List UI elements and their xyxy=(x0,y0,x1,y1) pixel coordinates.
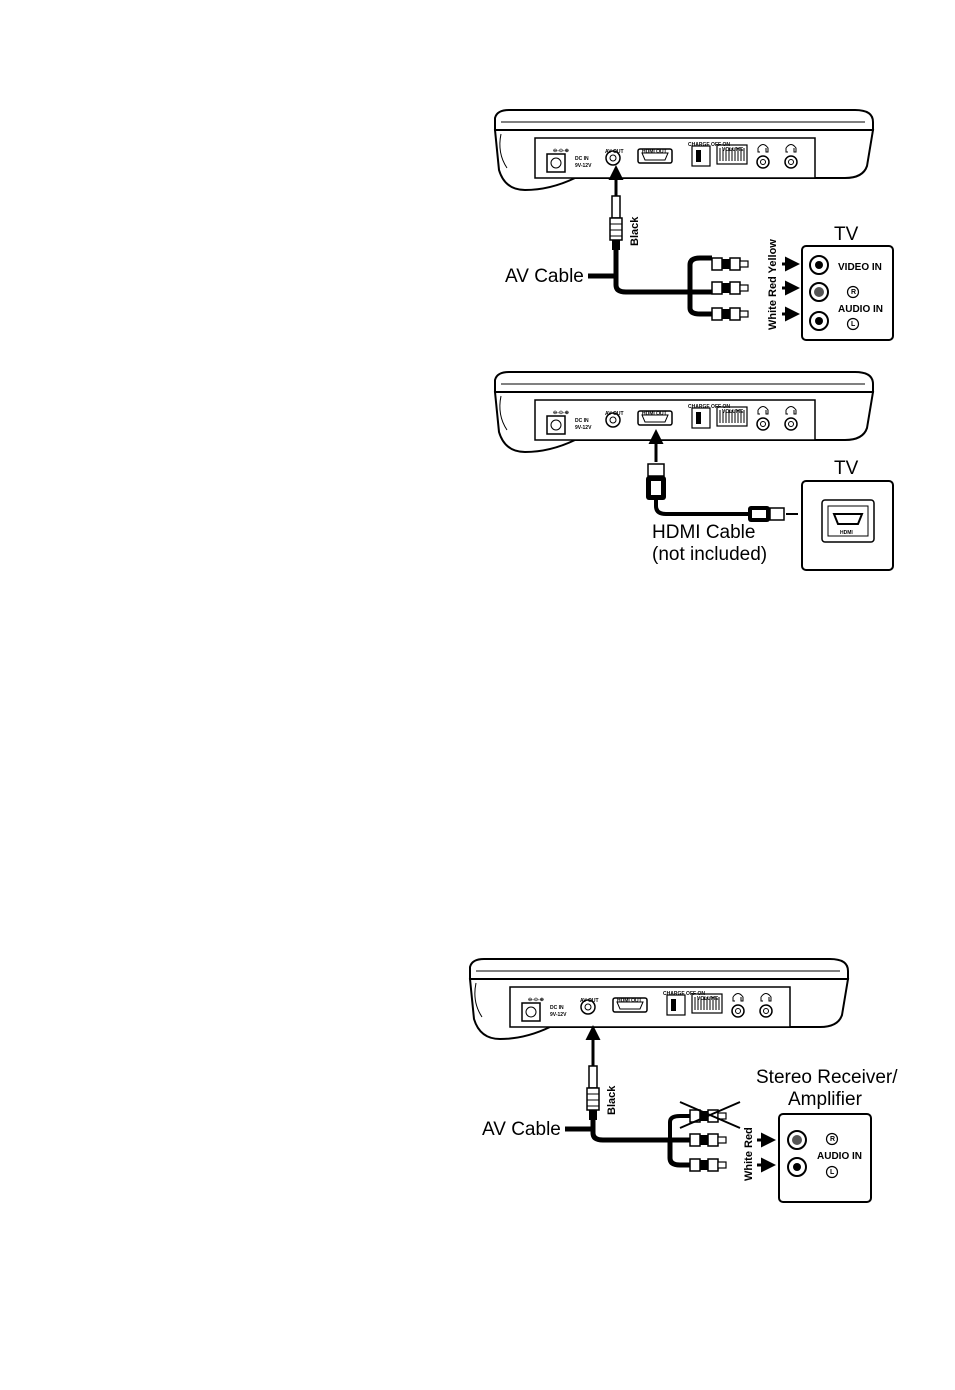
receiver-title-line1: Stereo Receiver/ xyxy=(756,1067,898,1088)
rca-colors-label: White Red xyxy=(743,1127,755,1181)
switch-labels: CHARGE OFF ON xyxy=(663,991,705,997)
dc-in-voltage: 9V-12V xyxy=(550,1012,567,1018)
plug-color-label: Black xyxy=(606,1085,618,1115)
unused-cross-line xyxy=(679,1101,741,1129)
rca-plug-red xyxy=(711,281,749,295)
hdmi-out-label: HDMI OUT xyxy=(642,411,667,417)
av-cable-label: AV Cable xyxy=(482,1119,561,1140)
dc-in-voltage: 9V-12V xyxy=(575,163,592,169)
diagram-av-to-tv: ⊖-⊙-⊕ DC IN 9V-12V AV OUT HDMI OUT CHARG… xyxy=(494,109,894,341)
dc-in-symbol: ⊖-⊙-⊕ xyxy=(553,410,569,416)
rca-plug-yellow xyxy=(711,257,749,271)
dc-in-label: DC IN xyxy=(575,418,589,424)
rca-plug-white xyxy=(689,1158,727,1172)
av-out-label: AV OUT xyxy=(605,411,624,417)
dc-in-symbol: ⊖-⊙-⊕ xyxy=(553,148,569,154)
tv-title: TV xyxy=(834,458,859,479)
hdmi-port-label: HDMI xyxy=(840,530,853,536)
hdmi-out-label: HDMI OUT xyxy=(617,998,642,1004)
av-out-label: AV OUT xyxy=(580,998,599,1004)
player-side-view xyxy=(494,371,874,453)
dc-in-symbol: ⊖-⊙-⊕ xyxy=(528,997,544,1003)
video-in-label: VIDEO IN xyxy=(838,262,882,273)
player-side-view xyxy=(469,958,849,1040)
r-mark: R xyxy=(851,289,856,296)
mini-jack-plug xyxy=(586,1065,600,1121)
volume-label: VOLUME xyxy=(722,147,744,153)
hdmi-cable-note: (not included) xyxy=(652,544,767,565)
volume-label: VOLUME xyxy=(697,996,719,1002)
l-mark: L xyxy=(830,1169,835,1176)
hdmi-port-icon xyxy=(832,513,864,525)
audio-in-label: AUDIO IN xyxy=(817,1151,862,1162)
plug-color-label: Black xyxy=(629,216,641,246)
rca-colors-label: White Red Yellow xyxy=(767,239,779,330)
rca-plug-red xyxy=(689,1133,727,1147)
av-cable-label: AV Cable xyxy=(505,266,584,287)
dc-in-label: DC IN xyxy=(550,1005,564,1011)
hdmi-cable-label: HDMI Cable xyxy=(652,522,755,543)
volume-label: VOLUME xyxy=(722,409,744,415)
dc-in-voltage: 9V-12V xyxy=(575,425,592,431)
rca-plug-white xyxy=(711,307,749,321)
receiver-title-line2: Amplifier xyxy=(788,1089,863,1110)
av-out-label: AV OUT xyxy=(605,149,624,155)
hdmi-out-label: HDMI OUT xyxy=(642,149,667,155)
switch-labels: CHARGE OFF ON xyxy=(688,404,730,410)
switch-labels: CHARGE OFF ON xyxy=(688,142,730,148)
dc-in-label: DC IN xyxy=(575,156,589,162)
player-side-view xyxy=(494,109,874,191)
hdmi-plug-player xyxy=(647,463,665,477)
mini-jack-plug xyxy=(609,195,623,251)
l-mark: L xyxy=(851,321,856,328)
tv-title: TV xyxy=(834,224,859,245)
audio-in-label: AUDIO IN xyxy=(838,304,883,315)
r-mark: R xyxy=(830,1136,835,1143)
diagram-av-to-receiver: ⊖-⊙-⊕ DC IN 9V-12V AV OUT HDMI OUT CHARG… xyxy=(469,958,898,1203)
diagram-hdmi-to-tv: ⊖-⊙-⊕ DC IN 9V-12V AV OUT HDMI OUT CHARG… xyxy=(494,371,894,571)
